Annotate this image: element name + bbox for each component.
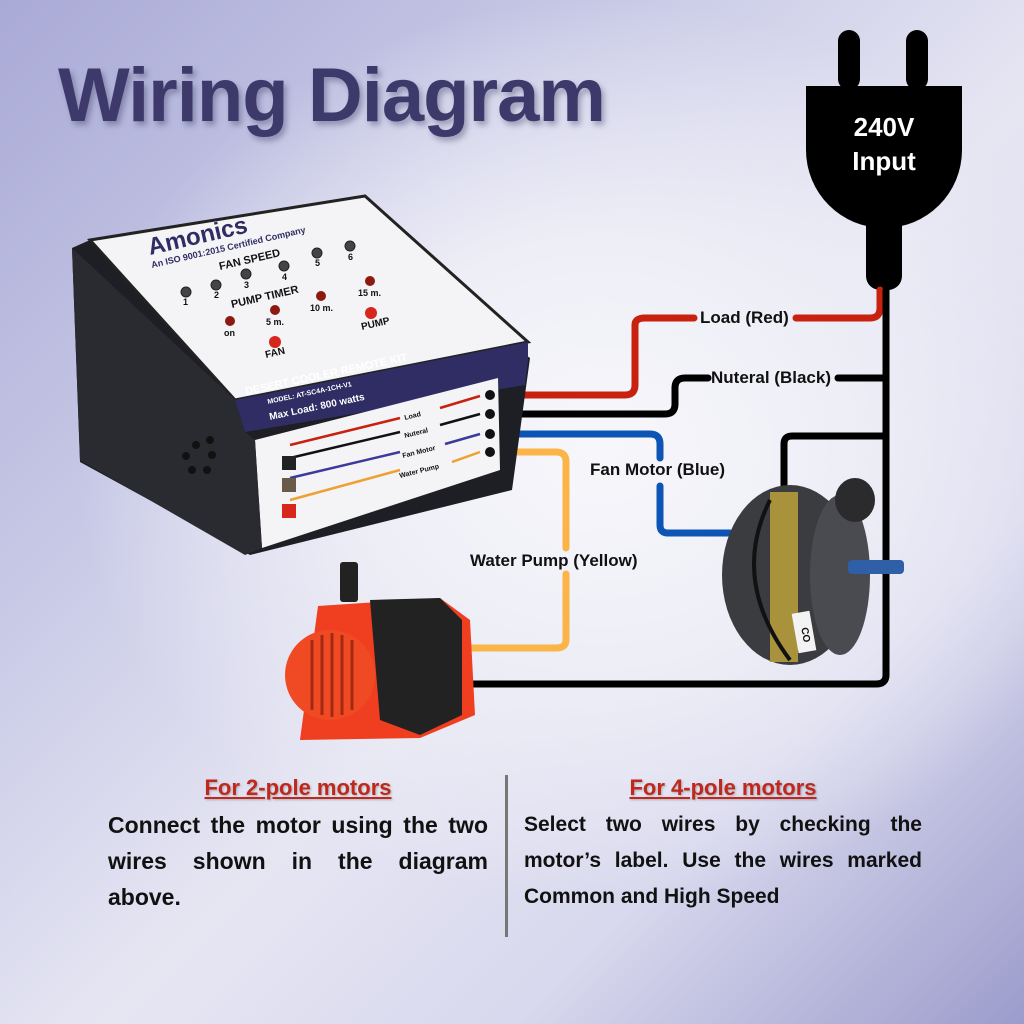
pump-timer-10m: 10 m. xyxy=(310,303,333,313)
plug-icon xyxy=(806,30,962,290)
fan-speed-6: 6 xyxy=(348,252,353,262)
fan-button-label: FAN xyxy=(264,346,286,361)
page-title: Wiring Diagram xyxy=(58,53,606,138)
load-wire-red xyxy=(490,286,884,399)
pump-timer-15m: 15 m. xyxy=(358,288,381,298)
plug-input-label: Input xyxy=(852,146,916,176)
note-2-pole-body: Connect the motor using the two wires sh… xyxy=(108,812,488,910)
fan-speed-1: 1 xyxy=(183,297,188,307)
pump-timer-options: on 5 m. 10 m. 15 m. xyxy=(224,288,381,338)
fan-speed-4: 4 xyxy=(282,272,287,282)
neutral-wire-black xyxy=(490,374,890,418)
pump-timer-5m: 5 m. xyxy=(266,317,284,327)
wire-label-fan-motor: Fan Motor (Blue) xyxy=(590,460,726,479)
motor-tag: CO xyxy=(798,627,811,644)
wire-label-neutral: Nuteral (Black) xyxy=(711,368,831,387)
notes-divider xyxy=(505,775,508,937)
note-4-pole-body: Select two wires by checking the motor’s… xyxy=(524,813,922,908)
water-pump-image xyxy=(285,562,475,740)
fan-motor-image: CO xyxy=(722,478,904,665)
fan-speed-2: 2 xyxy=(214,290,219,300)
neutral-motor-branch xyxy=(780,432,890,504)
fan-speed-3: 3 xyxy=(244,280,249,290)
pump-wire-yellow xyxy=(466,448,570,652)
fan-wire-blue xyxy=(490,430,734,537)
pump-timer-on: on xyxy=(224,328,235,338)
terminal-label-load: Load xyxy=(404,411,422,422)
wire-label-load: Load (Red) xyxy=(700,308,789,327)
fan-speed-5: 5 xyxy=(315,258,320,268)
note-4-pole: For 4-pole motors Select two wires by ch… xyxy=(524,775,922,915)
wire-label-water-pump: Water Pump (Yellow) xyxy=(470,551,638,570)
plug-voltage: 240V xyxy=(853,112,915,142)
note-4-pole-heading: For 4-pole motors xyxy=(629,775,817,800)
fan-speed-numbers: 1 2 3 4 5 6 xyxy=(183,252,353,307)
neutral-trunk-black xyxy=(466,286,890,688)
plug-label: 240V Input xyxy=(826,110,942,178)
controller-box xyxy=(72,194,532,555)
note-2-pole-heading: For 2-pole motors xyxy=(204,775,392,800)
note-2-pole: For 2-pole motors Connect the motor usin… xyxy=(108,775,488,915)
